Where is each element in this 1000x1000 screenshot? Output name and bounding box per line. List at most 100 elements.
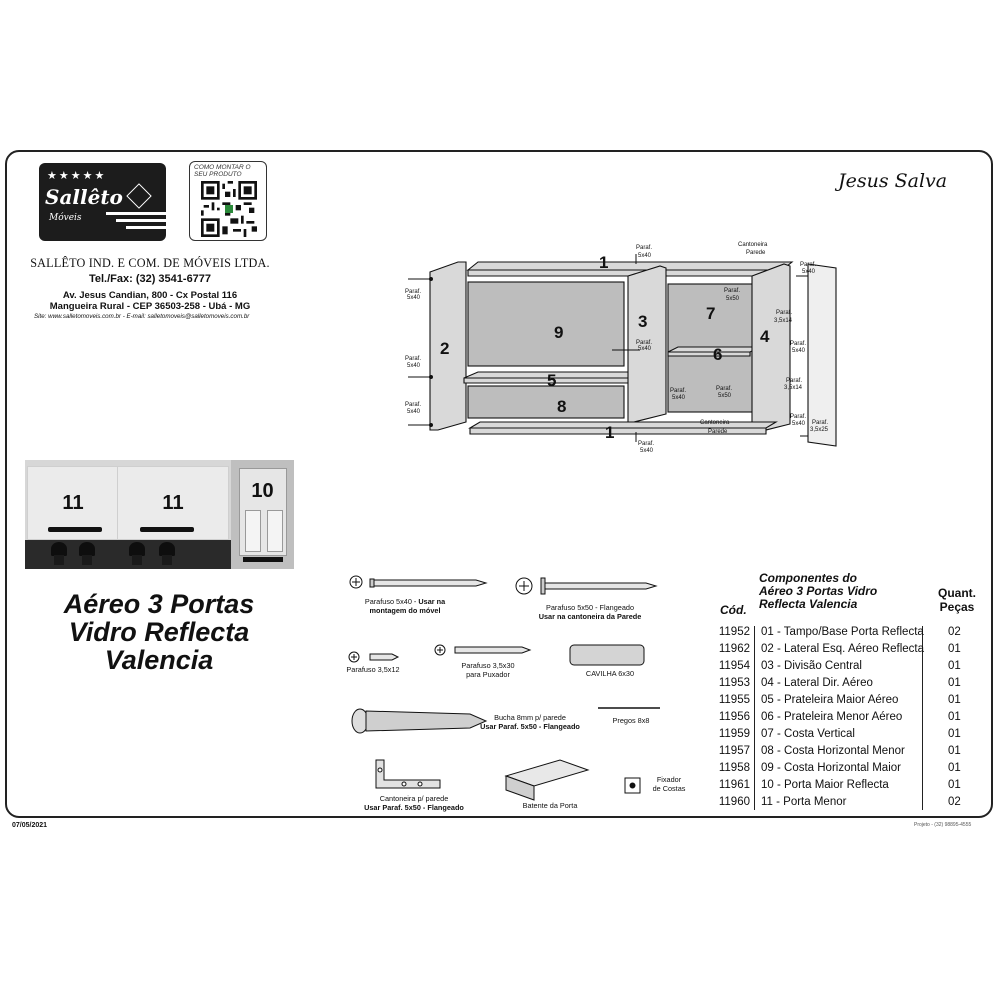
svg-text:Paraf.: Paraf.: [670, 388, 686, 394]
table-divider: [922, 626, 923, 810]
svg-text:Paraf.: Paraf.: [636, 245, 652, 251]
product-title-line-3: Valencia: [104, 645, 214, 675]
label-screw-5x50: Parafuso 5x50 - Flangeado: [545, 603, 635, 612]
part-8: 8: [557, 397, 566, 416]
handle-icon: [243, 557, 283, 562]
svg-text:5x40: 5x40: [672, 395, 686, 401]
brand-logo: ★★★★★ Sallêto Móveis: [39, 163, 166, 241]
plant-icon: [79, 542, 95, 556]
label-pregos: Pregos 8x8: [612, 716, 650, 725]
svg-text:Paraf.: Paraf.: [405, 402, 421, 408]
svg-text:Paraf.: Paraf.: [790, 414, 806, 420]
svg-text:5x40: 5x40: [802, 269, 816, 275]
svg-text:5x40: 5x40: [638, 346, 652, 352]
label-bucha-note: Usar Paraf. 5x50 - Flangeado: [480, 722, 580, 731]
part-6: 6: [713, 345, 722, 364]
brand-sub: Móveis: [49, 213, 82, 223]
exploded-diagram: 1 2 9 3 7 4 6 5 8 1 Paraf.5x40 Paraf.5x4…: [405, 242, 837, 454]
corner-bracket-icon: [375, 759, 441, 789]
label-screw-5x40-note: montagem do móvel: [369, 606, 441, 615]
svg-text:Paraf.: Paraf.: [405, 289, 421, 295]
part-3: 3: [638, 312, 647, 331]
svg-text:Paraf.: Paraf.: [724, 288, 740, 294]
svg-text:3,5x14: 3,5x14: [784, 385, 803, 391]
svg-text:5x40: 5x40: [792, 421, 806, 427]
label-cantoneira: Cantoneira p/ parede: [379, 794, 449, 803]
footer-credit: Projeto - (32) 98895-4555: [914, 822, 972, 828]
screw-flanged-icon: [544, 582, 658, 590]
svg-text:5x40: 5x40: [640, 448, 654, 454]
jar-icon: [245, 510, 261, 552]
pot-icon: [82, 555, 92, 565]
components-title: Componentes do Aéreo 3 Portas Vidro Refl…: [759, 571, 878, 611]
logo-stripe: [106, 212, 166, 215]
screw-handle-icon: [454, 646, 532, 654]
part-4: 4: [760, 327, 770, 346]
quant-header: Quant. Peças: [938, 586, 976, 614]
svg-text:5x40: 5x40: [407, 295, 421, 301]
pot-icon: [162, 555, 172, 565]
company-tel: Tel./Fax: (32) 3541-6777: [88, 273, 212, 285]
rating-stars: ★★★★★: [47, 170, 107, 182]
jar-icon: [267, 510, 283, 552]
svg-text:Paraf.: Paraf.: [638, 441, 654, 447]
door-11-left: 11: [27, 466, 119, 540]
label-screw-35x30-note: para Puxador: [466, 670, 510, 679]
label-fixador: Fixador: [656, 775, 682, 784]
label-screw-5x50-note: Usar na cantoneira da Parede: [538, 612, 642, 621]
label-bucha: Bucha 8mm p/ parede: [494, 713, 566, 722]
svg-text:5x50: 5x50: [726, 296, 740, 302]
label-cavilha: CAVILHA 6x30: [585, 669, 635, 678]
part-1-top: 1: [599, 253, 608, 272]
part-2: 2: [440, 339, 449, 358]
svg-text:Parede: Parede: [708, 429, 728, 435]
part-9: 9: [554, 323, 563, 342]
part-1-bottom: 1: [605, 423, 614, 442]
screw-icon: [373, 579, 488, 587]
screw-small-icon: [369, 653, 400, 661]
hardware-drawings: [348, 575, 660, 801]
svg-text:5x40: 5x40: [407, 363, 421, 369]
product-title-line-1: Aéreo 3 Portas: [63, 589, 255, 619]
label-cantoneira-note: Usar Paraf. 5x50 - Flangeado: [364, 803, 464, 812]
company-name: SALLÊTO IND. E COM. DE MÓVEIS LTDA.: [30, 256, 270, 270]
company-address-1: Av. Jesus Candian, 800 - Cx Postal 116: [62, 290, 238, 301]
logo-stripe: [116, 219, 166, 222]
plant-icon: [159, 542, 175, 556]
label-screw-35x12: Parafuso 3,5x12: [346, 665, 400, 674]
svg-text:Cantoneira: Cantoneira: [738, 242, 768, 248]
svg-text:5x40: 5x40: [638, 253, 652, 259]
product-title-line-2: Vidro Reflecta: [68, 617, 250, 647]
company-address-2: Mangueira Rural - CEP 36503-258 - Ubá - …: [49, 301, 251, 312]
company-web[interactable]: Site: www.salletomoveis.com.br - E-mail:…: [34, 313, 250, 320]
svg-text:3,5x14: 3,5x14: [774, 318, 793, 324]
svg-text:Paraf.: Paraf.: [786, 378, 802, 384]
wall-plug-icon: [365, 710, 488, 732]
glass-door-10: 10: [231, 460, 294, 569]
svg-text:Paraf.: Paraf.: [790, 341, 806, 347]
product-photo: 11 11 10: [25, 460, 294, 569]
pot-icon: [132, 555, 142, 565]
door-number: 11: [62, 492, 84, 514]
svg-text:Paraf.: Paraf.: [405, 356, 421, 362]
qr-code-box[interactable]: COMO MONTAR O SEU PRODUTO: [189, 161, 267, 241]
svg-text:Paraf.: Paraf.: [636, 340, 652, 346]
door-number: 10: [251, 480, 274, 502]
table-divider: [754, 626, 755, 810]
cube-icon: [126, 183, 152, 209]
label-batente: Batente da Porta: [522, 801, 578, 810]
label-fixador-2: de Costas: [652, 784, 686, 793]
qr-caption: COMO MONTAR O SEU PRODUTO: [194, 164, 251, 178]
handle-icon: [140, 527, 194, 532]
svg-text:3,5x25: 3,5x25: [810, 427, 829, 433]
svg-text:Paraf.: Paraf.: [716, 386, 732, 392]
door-11-mid: 11: [117, 466, 229, 540]
logo-stripe: [126, 226, 166, 229]
